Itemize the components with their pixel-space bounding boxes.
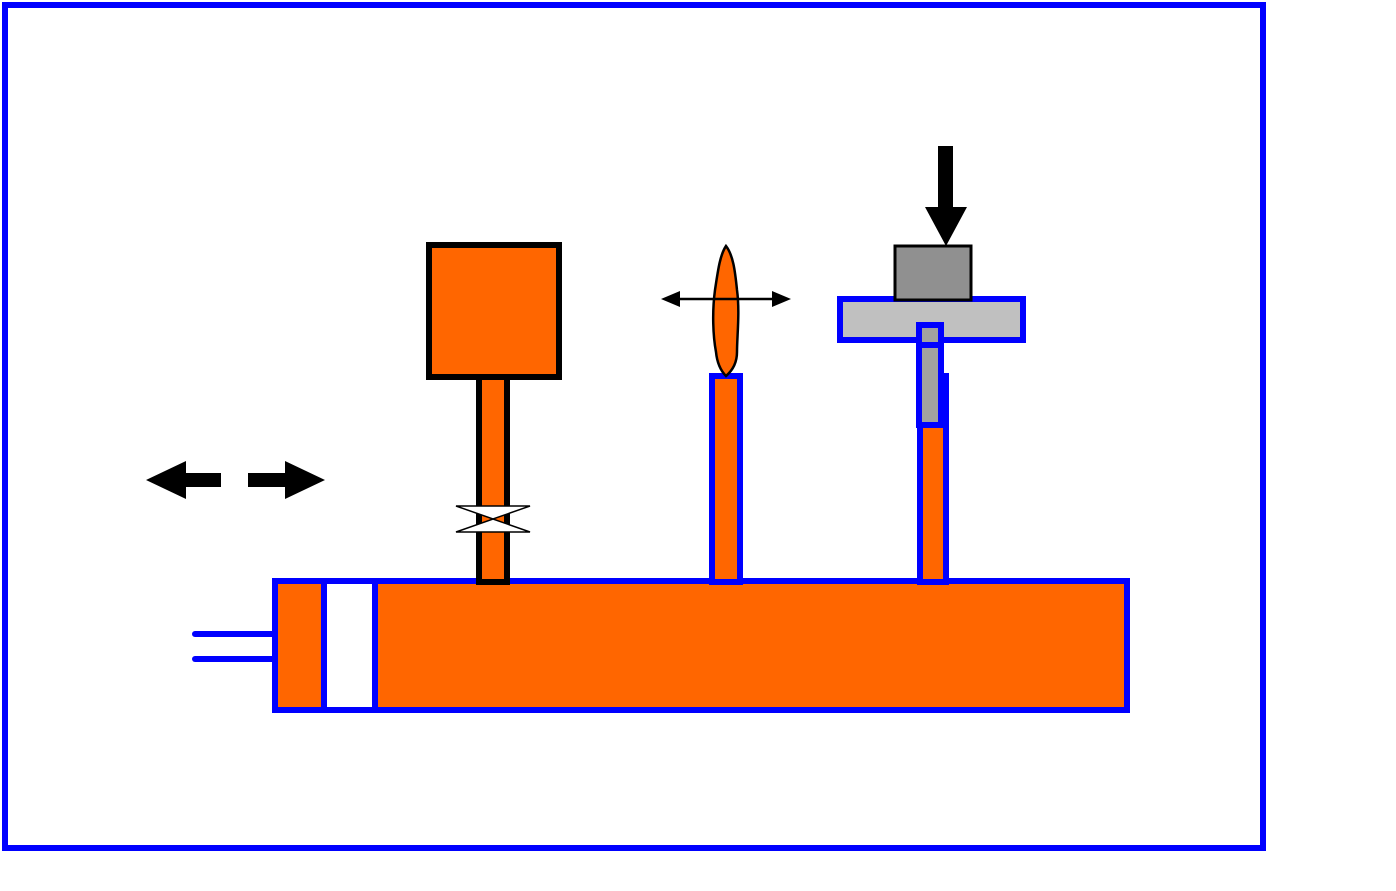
thin-double-arrow-icon — [661, 291, 791, 307]
middle-pipe — [709, 373, 743, 585]
down-arrow-icon — [925, 146, 967, 246]
piston-direction-arrows — [146, 461, 325, 499]
valve-icon — [455, 505, 531, 533]
right-arrow-icon — [248, 461, 325, 499]
reservoir-pipe — [476, 372, 510, 585]
left-arrow-icon — [146, 461, 221, 499]
weight-block — [893, 244, 973, 302]
outer-frame — [2, 2, 1266, 851]
reservoir-tank — [426, 242, 562, 380]
piston-head — [321, 578, 378, 713]
fluid-jet-shape — [711, 243, 740, 378]
plunger-top — [916, 322, 944, 348]
main-cylinder — [272, 578, 1130, 713]
